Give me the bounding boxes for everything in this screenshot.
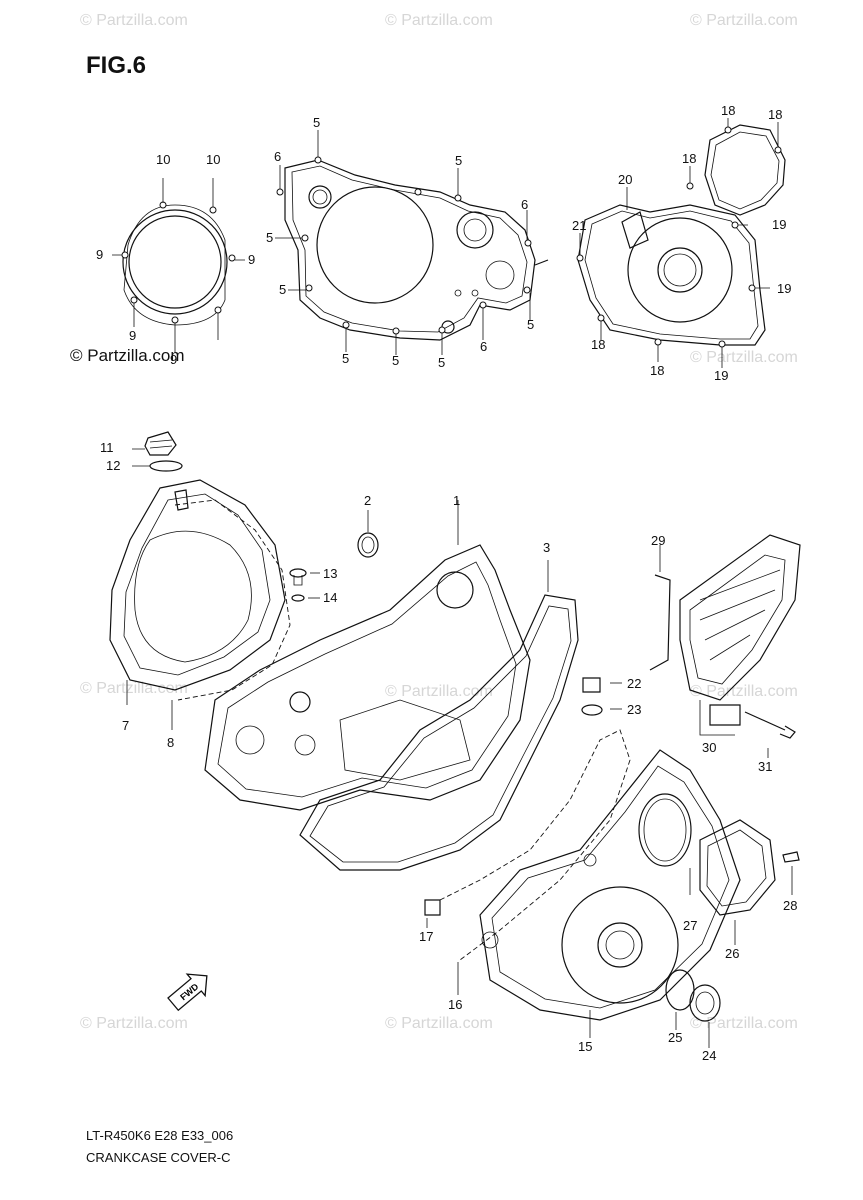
o-ring-27: [638, 793, 692, 895]
watermark: © Partzilla.com: [690, 1015, 798, 1032]
callout-label: 17: [419, 929, 433, 944]
callout-label: 22: [627, 676, 641, 691]
watermark: © Partzilla.com: [80, 12, 188, 29]
callout-labels: 10 10 9 9 9 9 5 6 5 5 5 6 5 6 5 5 5 18 1…: [96, 103, 797, 1063]
generator-cover: [479, 749, 741, 1038]
callout-label: 19: [772, 217, 786, 232]
timing-inspection-cap: [689, 984, 721, 1048]
watermark: © Partzilla.com: [690, 349, 798, 366]
callout-label: 6: [274, 149, 281, 164]
gasket-16: [439, 729, 631, 995]
bolt-13: [289, 568, 320, 586]
callout-label: 18: [682, 151, 696, 166]
o-ring-25: [665, 969, 695, 1030]
callout-label: 11: [100, 440, 114, 455]
callout-label: 19: [777, 281, 791, 296]
watermark: © Partzilla.com: [690, 683, 798, 700]
callout-label: 7: [122, 718, 129, 733]
dowel-30: [699, 700, 741, 736]
callout-label: 9: [129, 328, 136, 343]
callout-label: 14: [323, 590, 337, 605]
callout-label: 16: [448, 997, 462, 1012]
callout-label: 24: [702, 1048, 716, 1063]
callout-label: 25: [668, 1030, 682, 1045]
callout-label: 1: [453, 493, 460, 508]
diagram-caption: CRANKCASE COVER-C: [86, 1150, 231, 1165]
clutch-cover: [109, 479, 286, 705]
generator-cover-gasket: [576, 118, 786, 368]
crankcase-cover-gasket-lower: [299, 560, 579, 871]
cover-26: [699, 819, 776, 945]
callout-label: 23: [627, 702, 641, 717]
callout-label: 18: [721, 103, 735, 118]
watermark: © Partzilla.com: [690, 12, 798, 29]
callout-label: 28: [783, 898, 797, 913]
watermark: © Partzilla.com: [385, 1015, 493, 1032]
chain-guide-cover: [649, 534, 801, 701]
oil-seal: [357, 510, 379, 558]
washer-14: [291, 594, 320, 602]
callout-label: 15: [578, 1039, 592, 1054]
callout-label: 5: [455, 153, 462, 168]
callout-label: 19: [714, 368, 728, 383]
watermark: © Partzilla.com: [385, 12, 493, 29]
crankcase-cover: [204, 500, 531, 811]
callout-label: 5: [313, 115, 320, 130]
callout-label: 5: [342, 351, 349, 366]
diagram-code: LT-R450K6 E28 E33_006: [86, 1128, 234, 1143]
watermark: © Partzilla.com: [385, 683, 493, 700]
callout-label: 26: [725, 946, 739, 961]
callout-label: 12: [106, 458, 120, 473]
callout-label: 29: [651, 533, 665, 548]
callout-label: 31: [758, 759, 772, 774]
callout-label: 18: [591, 337, 605, 352]
callout-label: 6: [480, 339, 487, 354]
bolt-28: [782, 851, 800, 895]
watermark: © Partzilla.com: [80, 1015, 188, 1032]
callout-label: 2: [364, 493, 371, 508]
callout-label: 8: [167, 735, 174, 750]
clutch-cover-gasket-outer: [171, 499, 291, 730]
callout-label: 5: [266, 230, 273, 245]
clutch-cover-gasket: [112, 178, 245, 352]
callout-label: 9: [248, 252, 255, 267]
plug-22: [582, 677, 622, 693]
callout-label: 9: [96, 247, 103, 262]
callout-label: 21: [572, 218, 586, 233]
callout-label: 18: [768, 107, 782, 122]
oil-filler-cap: [132, 431, 183, 472]
fwd-arrow-icon: FWD: [167, 973, 208, 1012]
gasket-23: [581, 704, 622, 716]
callout-label: 5: [527, 317, 534, 332]
dowel-17: [424, 899, 441, 928]
callout-label: 3: [543, 540, 550, 555]
callout-label: 6: [521, 197, 528, 212]
callout-label: 30: [702, 740, 716, 755]
callout-label: 13: [323, 566, 337, 581]
callout-label: 5: [279, 282, 286, 297]
callout-label: 20: [618, 172, 632, 187]
callout-label: 27: [683, 918, 697, 933]
callout-label: 18: [650, 363, 664, 378]
partzilla-watermark: © Partzilla.com: [70, 346, 185, 365]
callout-label: 5: [392, 353, 399, 368]
crankcase-cover-gasket: [275, 130, 549, 355]
callout-label: 5: [438, 355, 445, 370]
figure-title: FIG.6: [86, 52, 147, 79]
callout-label: 10: [156, 152, 170, 167]
bolt-31: [744, 711, 796, 758]
callout-label: 10: [206, 152, 220, 167]
callout-label: 9: [170, 352, 177, 367]
watermark: © Partzilla.com: [80, 680, 188, 697]
